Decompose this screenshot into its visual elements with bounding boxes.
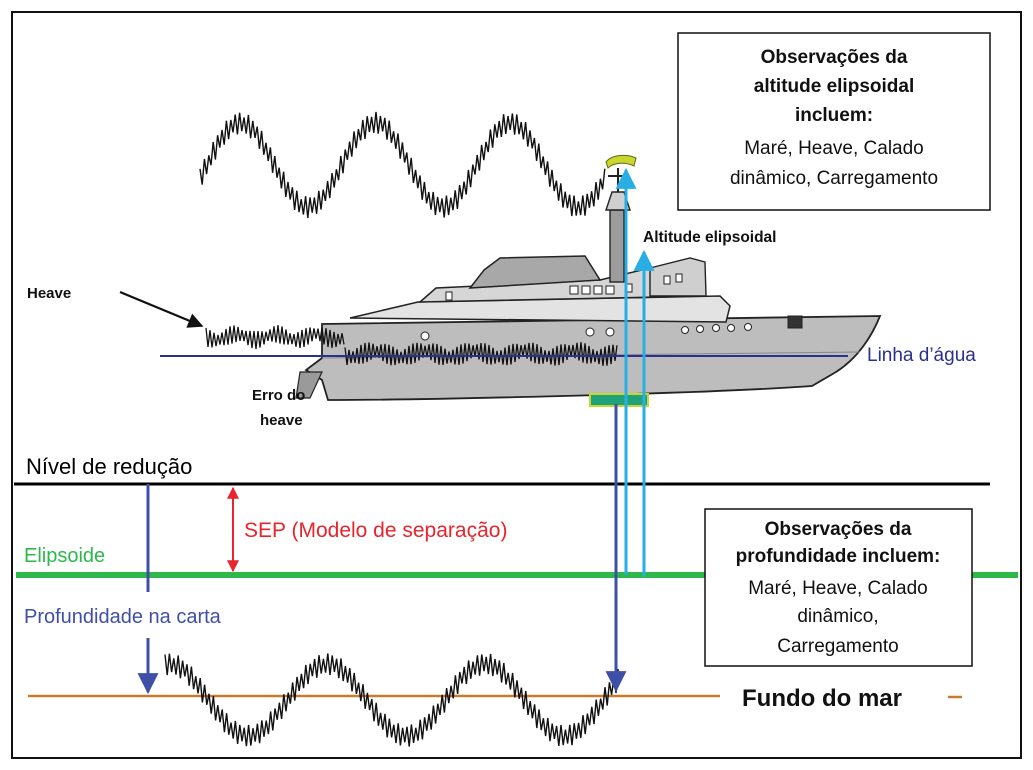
heave-error-signal [344,342,618,366]
altitude-box-title-1: Observações da [761,47,908,68]
depth-box-title-2: profundidade incluem: [736,546,941,567]
altitude-label: Altitude elipsoidal [643,229,776,246]
ellipsoidal-altitude-signal [199,111,606,218]
depth-box-line-2: dinâmico, [797,606,878,627]
diagram-frame [11,11,1022,759]
heave-error-label-line1: Erro do [252,387,305,404]
heave-pointer-arrow [119,290,204,328]
chart-depth-label: Profundidade na carta [24,606,222,628]
depth-observations-box: Observações da profundidade incluem: Mar… [704,508,973,667]
chart-datum-label: Nível de redução [26,454,192,479]
waterline-label: Linha d’água [867,345,976,366]
survey-ship [295,154,882,407]
heave-error-label-line2: heave [260,412,303,429]
transducer [589,393,649,407]
depth-box-line-1: Maré, Heave, Calado [748,578,928,599]
altitude-observations-box: Observações da altitude elipsoidal inclu… [677,32,991,211]
altitude-box-title-2: altitude elipsoidal [754,76,914,97]
altitude-box-line-2: dinâmico, Carregamento [730,168,938,189]
seabed-label: Fundo do mar [742,685,902,712]
depth-box-line-3: Carregamento [777,636,898,657]
altitude-box-line-1: Maré, Heave, Calado [744,138,924,159]
sep-label: SEP (Modelo de separação) [244,519,507,542]
heave-signal [205,325,345,350]
depth-box-title-1: Observações da [765,519,912,540]
ellipsoid-label: Elipsoide [24,545,105,567]
seabed-depth-signal [164,653,619,747]
heave-label: Heave [27,285,71,302]
altitude-box-title-3: incluem: [795,105,873,126]
